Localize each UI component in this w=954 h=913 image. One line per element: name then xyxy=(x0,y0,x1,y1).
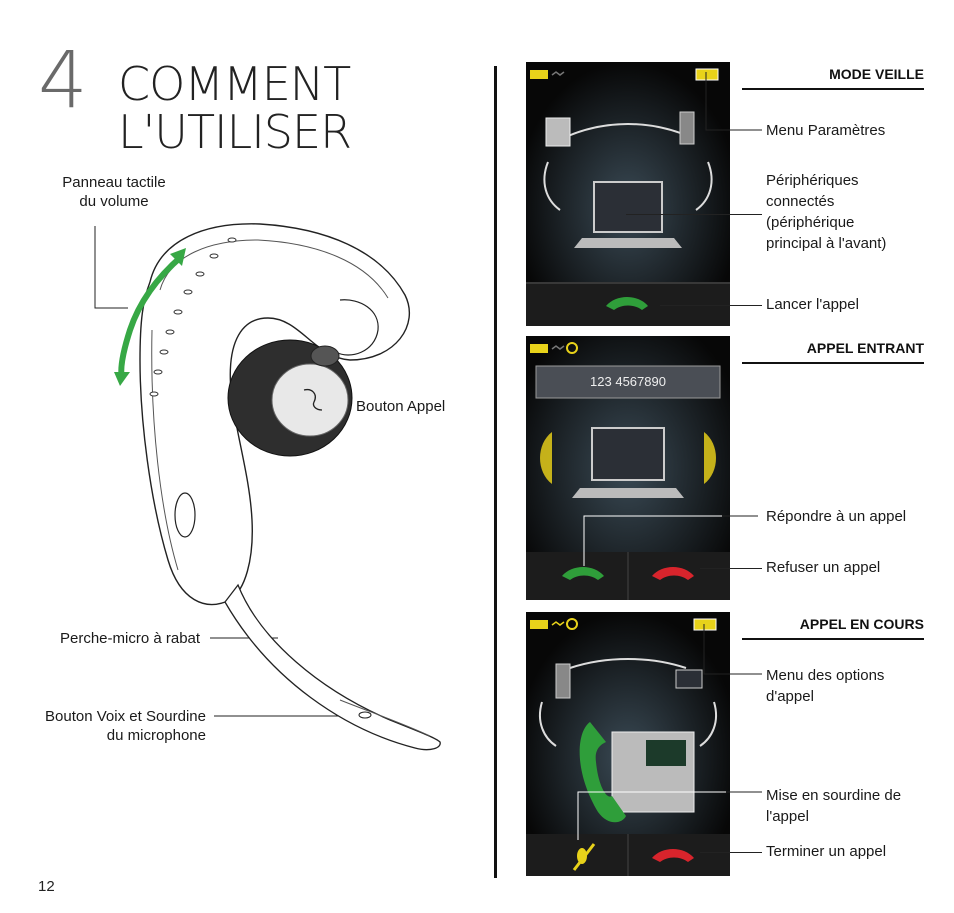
laptop-icon xyxy=(591,427,665,481)
reject-call-label: Refuser un appel xyxy=(766,559,881,576)
headset-illustration xyxy=(94,223,441,751)
answer-leader xyxy=(583,515,758,566)
column-divider xyxy=(494,66,497,878)
chapter-number: 4 xyxy=(38,36,88,126)
laptop-base xyxy=(572,488,684,498)
ongoing-screen-graphic xyxy=(526,612,730,876)
caller-number: 123 4567890 xyxy=(590,374,666,389)
volume-arrow xyxy=(118,253,184,379)
page-number: 12 xyxy=(38,878,55,895)
end-call-label: Terminer un appel xyxy=(766,843,887,860)
mute-leader xyxy=(577,791,762,840)
chapter-title-line1: COMMENT xyxy=(118,57,351,111)
standby-screen-graphic xyxy=(526,62,730,326)
standby-screen xyxy=(526,62,730,326)
incoming-screen-graphic xyxy=(526,336,730,600)
incoming-header: APPEL ENTRANT xyxy=(806,340,924,356)
end-call-icon xyxy=(652,849,694,862)
earbud-stem xyxy=(310,345,340,367)
mute-call-label: Mise en sourdine de l'appel xyxy=(766,787,902,825)
battery-icon xyxy=(530,620,548,629)
ongoing-header: APPEL EN COURS xyxy=(799,616,924,632)
call-options-label: Menu des options d'appel xyxy=(766,667,885,705)
battery-icon xyxy=(530,70,548,79)
ongoing-call-screen xyxy=(526,612,730,876)
boom-mic xyxy=(224,583,441,751)
volume-panel-label: Panneau tactile du volume xyxy=(62,174,166,210)
start-call-icon xyxy=(606,297,648,310)
earbud-inner xyxy=(271,363,349,437)
signal-icon xyxy=(551,621,565,626)
laptop-base xyxy=(574,238,682,248)
volume-arrow-up-head xyxy=(170,248,186,266)
chapter-title-line2: L'UTILISER xyxy=(118,105,352,159)
voice-mute-button xyxy=(358,711,372,719)
reject-call-icon xyxy=(652,567,694,580)
wideband-icon xyxy=(566,342,578,354)
boom-mic-edge xyxy=(339,699,431,737)
ear-hook-line xyxy=(335,299,379,356)
connected-devices-label: Périphériques connectés (périphérique pr… xyxy=(766,172,887,252)
start-call-label: Lancer l'appel xyxy=(766,296,859,313)
chapter-title: COMMENT L'UTILISER xyxy=(118,57,352,159)
headset-body xyxy=(139,223,410,605)
deskphone-icon xyxy=(545,117,571,147)
menu-leader xyxy=(705,72,762,131)
battery-icon xyxy=(530,344,548,353)
mobile-phone-icon xyxy=(679,111,695,145)
signal-icon xyxy=(551,345,565,350)
voice-button-label: Bouton Voix et Sourdine du microphone xyxy=(45,708,206,744)
volume-touch-dots xyxy=(149,237,237,397)
signal-icon xyxy=(551,71,565,76)
mobile-phone-icon xyxy=(555,663,571,699)
volume-leader-line xyxy=(94,226,128,309)
boom-label: Perche-micro à rabat xyxy=(60,630,201,647)
call-button-label: Bouton Appel xyxy=(356,398,446,415)
incoming-call-screen xyxy=(526,336,730,600)
call-options-icon xyxy=(693,618,717,631)
standby-header: MODE VEILLE xyxy=(829,66,924,82)
laptop-icon xyxy=(593,181,663,233)
settings-key-icon xyxy=(695,68,719,81)
settings-menu-label: Menu Paramètres xyxy=(766,122,886,139)
laptop-icon xyxy=(675,669,703,689)
mute-mic-icon xyxy=(577,848,587,864)
active-call-handset xyxy=(579,722,626,823)
side-button xyxy=(174,492,196,538)
answer-call-label: Répondre à un appel xyxy=(766,508,907,525)
options-leader xyxy=(703,624,762,675)
volume-arrow-down-head xyxy=(114,372,130,386)
call-button-icon xyxy=(303,388,323,411)
headset-status-icon xyxy=(566,618,578,630)
answer-call-icon xyxy=(562,567,604,580)
body-side-line xyxy=(151,329,179,571)
